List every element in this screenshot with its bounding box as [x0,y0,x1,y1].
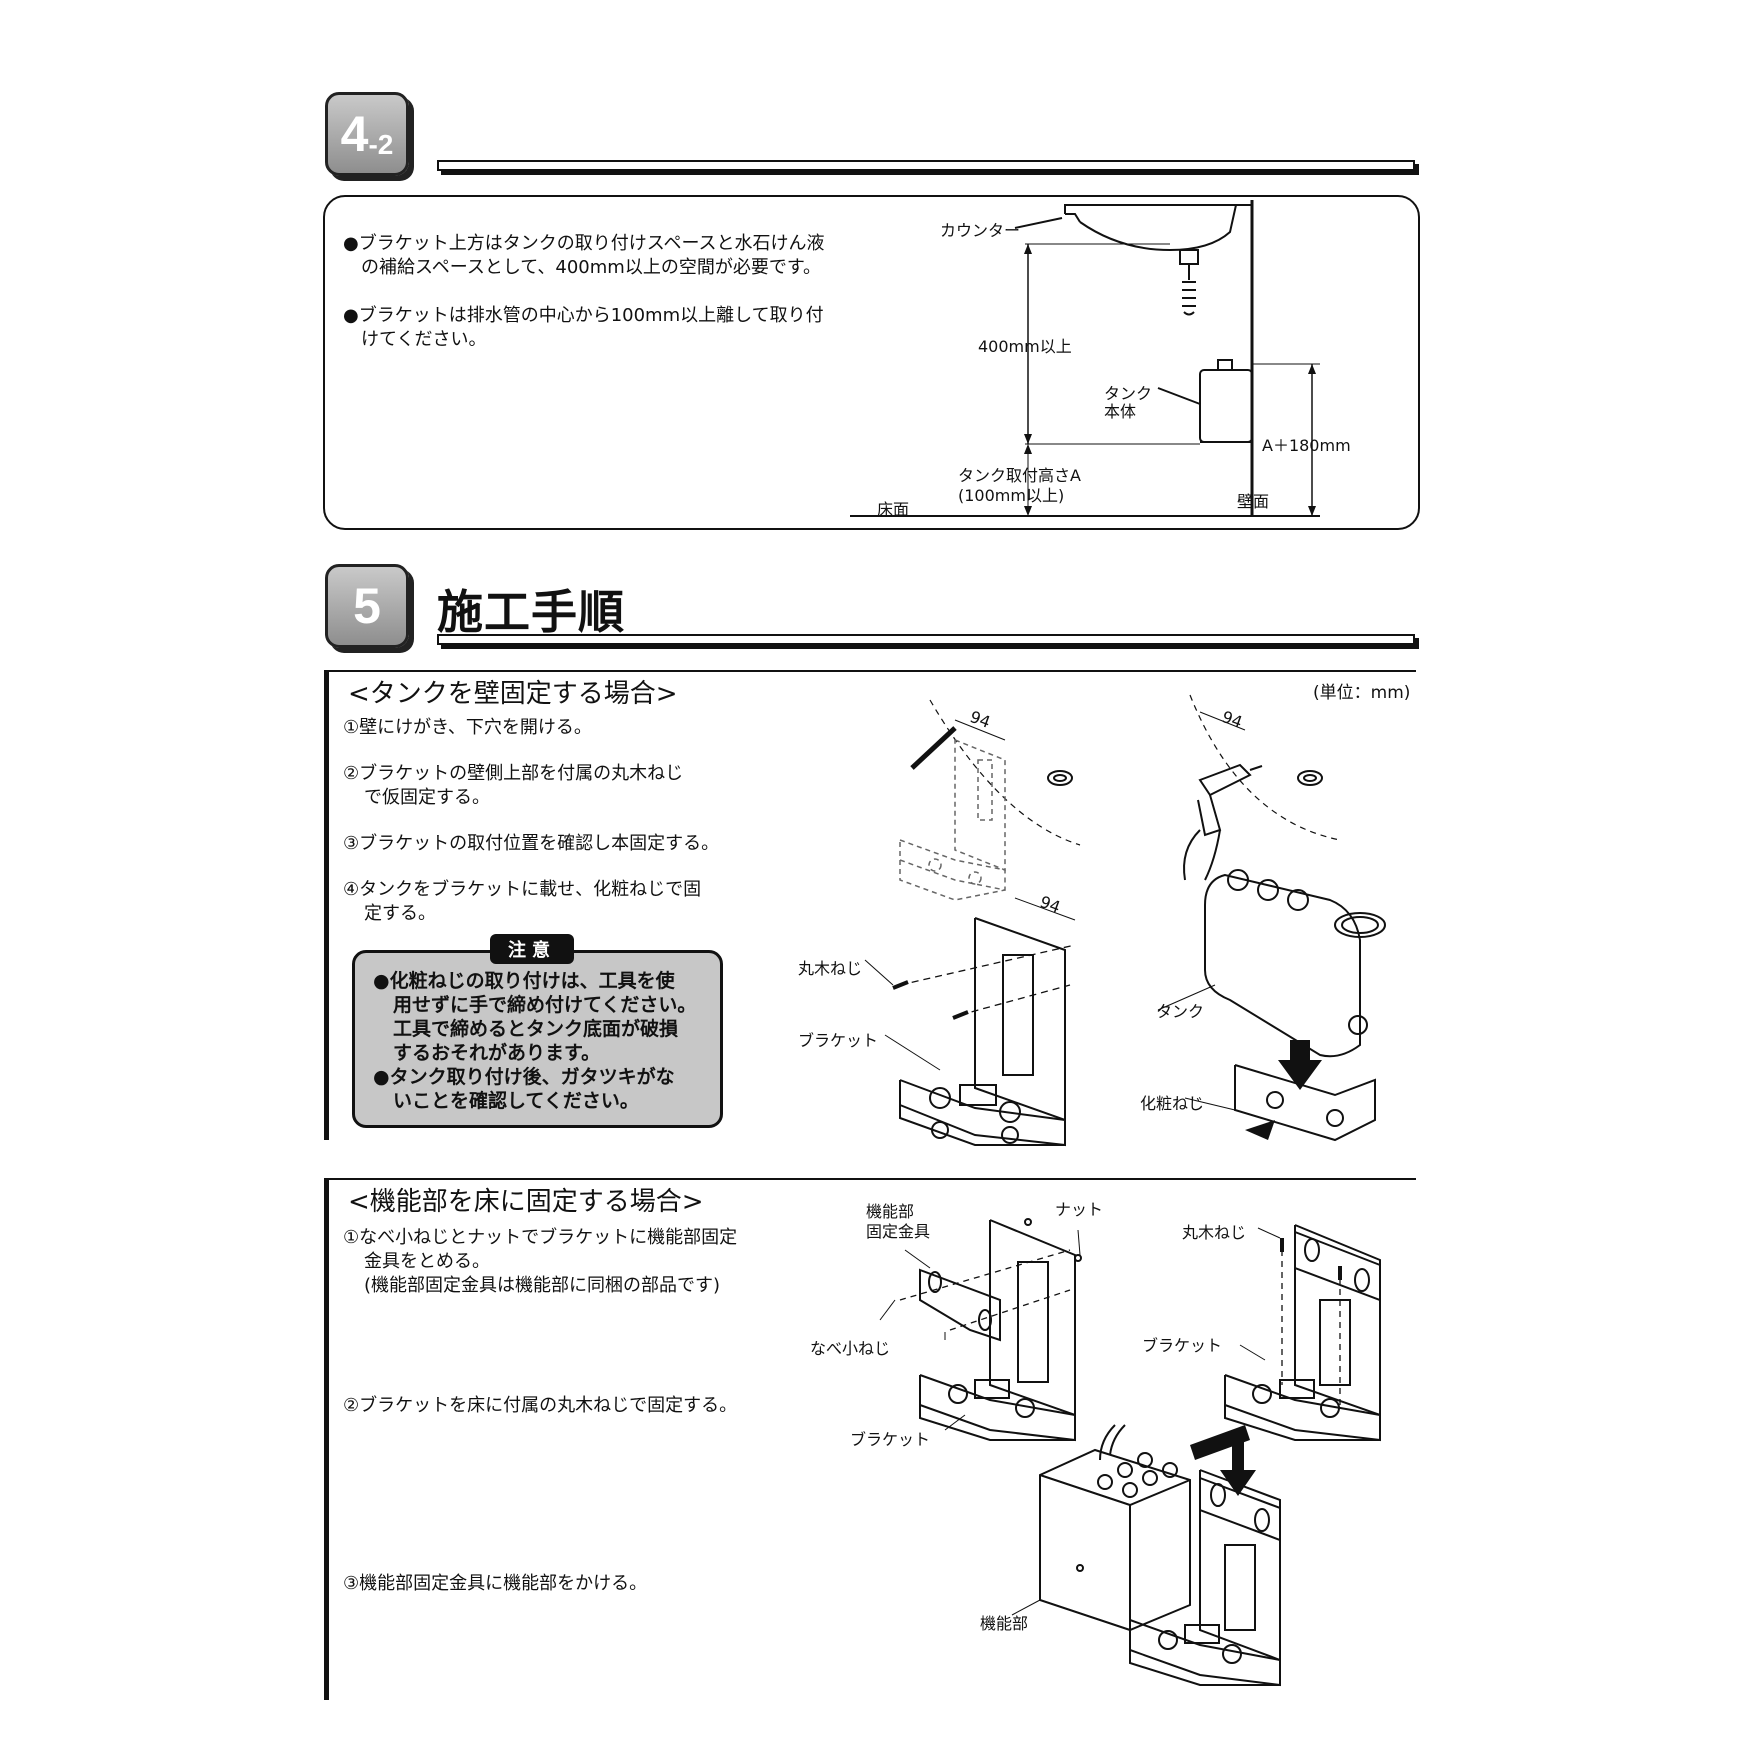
floor-step-1-line2: 金具をとめる。 [364,1251,490,1272]
bullet-drain-distance-line2: けてください。 [361,329,487,350]
label-tank-body-line2: 本体 [1104,402,1137,421]
label-mount-height-line1: タンク取付高さA [958,466,1081,485]
label-wood-screw: 丸木ねじ [798,959,863,978]
label-bracket-b: ブラケット [1142,1336,1223,1355]
badge-sub-number: -2 [368,129,394,160]
dimension-94-c: 94 [1037,892,1063,917]
caution-line-3: 工具で締めるとタンク底面が破損 [393,1018,679,1040]
floor-step-1-line3: (機能部固定金具は機能部に同梱の部品です) [364,1275,721,1296]
space-requirements-box [323,195,1420,530]
label-counter: カウンター [940,221,1021,240]
floor-step-2: ②ブラケットを床に付属の丸木ねじで固定する。 [343,1395,738,1416]
caution-line-2: 用せずに手で締め付けてください。 [393,994,697,1016]
dimension-94-b: 94 [1219,707,1245,732]
caution-line-6: いことを確認してください。 [393,1090,639,1112]
badge-number-5: 5 [353,578,381,634]
label-tank: タンク [1156,1002,1205,1021]
label-bracket-a: ブラケット [850,1430,931,1449]
caution-tag: 注意 [490,934,574,964]
label-fixture-line1: 機能部 [866,1202,915,1221]
label-mount-height-line2: (100mm以上) [958,486,1065,505]
floor-step-3: ③機能部固定金具に機能部をかける。 [343,1573,648,1594]
caution-line-1: ●化粧ねじの取り付けは、工具を使 [373,970,675,992]
badge-main-number: 4 [340,106,369,162]
label-nut: ナット [1055,1200,1104,1219]
label-tank-body-line1: タンク [1104,384,1153,403]
label-function-unit: 機能部 [980,1614,1029,1633]
caution-box: ●化粧ねじの取り付けは、工具を使 用せずに手で締め付けてください。 工具で締める… [352,950,723,1128]
label-bracket: ブラケット [798,1031,879,1050]
floor-case-sidebar [324,1178,329,1700]
label-decorative-screw: 化粧ねじ [1140,1094,1205,1113]
caution-line-5: ●タンク取り付け後、ガタツキがな [373,1066,675,1088]
caution-line-4: するおそれがあります。 [393,1042,601,1064]
wall-step-2-line2: で仮固定する。 [364,787,490,808]
label-height-a-plus-180: A＋180mm [1262,436,1351,455]
floor-step-1-line1: ①なべ小ねじとナットでブラケットに機能部固定 [343,1227,738,1248]
label-wood-screw-b: 丸木ねじ [1182,1223,1247,1242]
bullet-tank-space-line2: の補給スペースとして、400mm以上の空間が必要です。 [361,257,822,278]
floor-case-topline [324,1178,1416,1180]
label-400mm-space: 400mm以上 [978,337,1072,356]
label-pan-screw: なべ小ねじ [810,1339,891,1358]
dimension-94-a: 94 [967,707,993,732]
label-fixture-line2: 固定金具 [866,1222,931,1241]
label-wall: 壁面 [1237,492,1270,511]
wall-case-sidebar [324,670,329,1140]
wall-step-1: ①壁にけがき、下穴を開ける。 [343,717,592,738]
wall-case-heading: <タンクを壁固定する場合> [348,679,678,709]
wall-step-4-line1: ④タンクをブラケットに載せ、化粧ねじで固 [343,879,702,900]
section-5-title: 施工手順 [437,585,625,639]
wall-step-2-line1: ②ブラケットの壁側上部を付属の丸木ねじ [343,763,684,784]
wall-case-topline [324,670,1416,672]
wall-step-4-line2: 定する。 [364,903,436,924]
unit-note: (単位：mm) [1313,683,1411,703]
floor-case-heading: <機能部を床に固定する場合> [348,1187,704,1217]
section-4-2-rule [437,160,1415,171]
bullet-tank-space-line1: ●ブラケット上方はタンクの取り付けスペースと水石けん液 [343,233,825,254]
wall-step-3: ③ブラケットの取付位置を確認し本固定する。 [343,833,720,854]
section-badge-5: 5 [325,564,409,648]
label-floor: 床面 [877,500,910,519]
section-badge-4-2: 4-2 [325,92,409,176]
section-5-rule [437,634,1415,645]
bullet-drain-distance-line1: ●ブラケットは排水管の中心から100mm以上離して取り付 [343,305,824,326]
